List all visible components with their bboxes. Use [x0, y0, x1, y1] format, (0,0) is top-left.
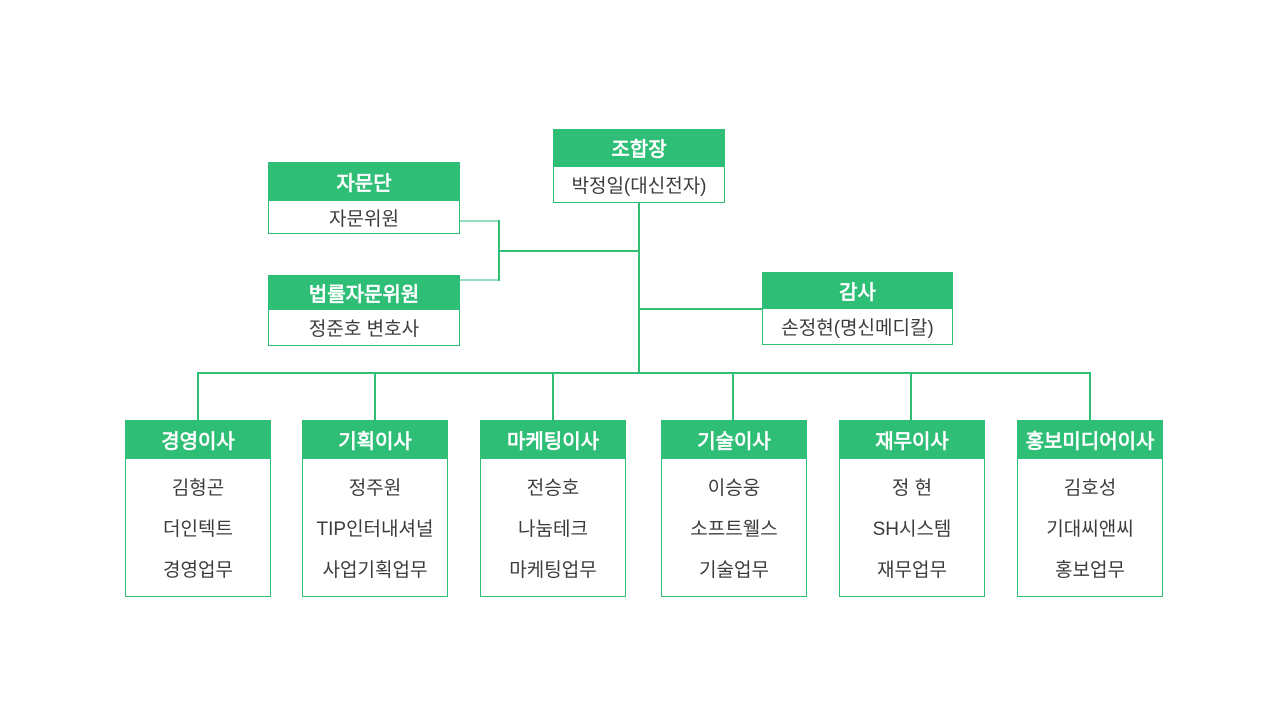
- legal-advisor-name: 정준호 변호사: [308, 319, 420, 340]
- chairman-body: 박정일(대신전자): [553, 166, 725, 203]
- director-technology-company: 소프트웰스: [690, 519, 778, 540]
- director-management-body: 김형곤 더인텍트 경영업무: [125, 458, 271, 597]
- director-finance-company: SH시스템: [872, 519, 952, 540]
- advisory-group-body: 자문위원: [268, 200, 460, 234]
- auditor-title: 감사: [762, 272, 953, 308]
- director-technology-duty: 기술업무: [699, 560, 769, 581]
- node-director-management: 경영이사 김형곤 더인텍트 경영업무: [125, 420, 271, 597]
- director-pr-media-body: 김호성 기대씨앤씨 홍보업무: [1017, 458, 1163, 597]
- director-planning-body: 정주원 TIP인터내셔널 사업기획업무: [302, 458, 448, 597]
- director-planning-title: 기획이사: [302, 420, 448, 458]
- connector-drop-finance: [910, 372, 912, 420]
- director-technology-title: 기술이사: [661, 420, 807, 458]
- director-marketing-name: 전승호: [526, 478, 580, 499]
- node-director-planning: 기획이사 정주원 TIP인터내셔널 사업기획업무: [302, 420, 448, 597]
- node-director-technology: 기술이사 이승웅 소프트웰스 기술업무: [661, 420, 807, 597]
- director-planning-duty: 사업기획업무: [322, 560, 428, 581]
- director-planning-name: 정주원: [348, 478, 402, 499]
- connector-drop-technology: [732, 372, 734, 420]
- connector-auditor-branch: [638, 308, 762, 310]
- director-planning-company: TIP인터내셔널: [316, 519, 434, 540]
- connector-chairman-trunk: [638, 203, 640, 374]
- connector-drop-planning: [374, 372, 376, 420]
- director-pr-media-name: 김호성: [1063, 478, 1117, 499]
- director-finance-duty: 재무업무: [877, 560, 947, 581]
- connector-directors-bus: [197, 372, 1091, 374]
- director-finance-body: 정 현 SH시스템 재무업무: [839, 458, 985, 597]
- director-marketing-company: 나눔테크: [518, 519, 588, 540]
- node-advisory-group: 자문단 자문위원: [268, 162, 460, 234]
- node-director-finance: 재무이사 정 현 SH시스템 재무업무: [839, 420, 985, 597]
- connector-drop-pr-media: [1089, 372, 1091, 420]
- legal-advisor-title: 법률자문위원: [268, 275, 460, 309]
- node-legal-advisor: 법률자문위원 정준호 변호사: [268, 275, 460, 346]
- connector-advisory-to-trunk: [499, 250, 639, 252]
- advisory-group-title: 자문단: [268, 162, 460, 200]
- node-auditor: 감사 손정현(명신메디칼): [762, 272, 953, 345]
- node-chairman: 조합장 박정일(대신전자): [553, 129, 725, 203]
- director-marketing-body: 전승호 나눔테크 마케팅업무: [480, 458, 626, 597]
- connector-legal-stub: [460, 279, 500, 281]
- director-pr-media-title: 홍보미디어이사: [1017, 420, 1163, 458]
- auditor-name: 손정현(명신메디칼): [781, 318, 934, 339]
- advisory-group-member: 자문위원: [329, 208, 399, 230]
- node-director-marketing: 마케팅이사 전승호 나눔테크 마케팅업무: [480, 420, 626, 597]
- legal-advisor-body: 정준호 변호사: [268, 309, 460, 346]
- director-management-name: 김형곤: [171, 478, 225, 499]
- director-finance-name: 정 현: [891, 478, 933, 499]
- director-pr-media-company: 기대씨앤씨: [1046, 519, 1134, 540]
- director-finance-title: 재무이사: [839, 420, 985, 458]
- director-technology-name: 이승웅: [707, 478, 761, 499]
- director-technology-body: 이승웅 소프트웰스 기술업무: [661, 458, 807, 597]
- director-marketing-duty: 마케팅업무: [509, 560, 597, 581]
- connector-drop-marketing: [552, 372, 554, 420]
- chairman-title: 조합장: [553, 129, 725, 166]
- connector-drop-management: [197, 372, 199, 420]
- director-pr-media-duty: 홍보업무: [1055, 560, 1125, 581]
- director-management-company: 더인텍트: [163, 519, 233, 540]
- connector-advisory-stub: [460, 220, 500, 222]
- director-management-duty: 경영업무: [163, 560, 233, 581]
- director-management-title: 경영이사: [125, 420, 271, 458]
- chairman-name: 박정일(대신전자): [571, 176, 707, 197]
- auditor-body: 손정현(명신메디칼): [762, 308, 953, 345]
- node-director-pr-media: 홍보미디어이사 김호성 기대씨앤씨 홍보업무: [1017, 420, 1163, 597]
- director-marketing-title: 마케팅이사: [480, 420, 626, 458]
